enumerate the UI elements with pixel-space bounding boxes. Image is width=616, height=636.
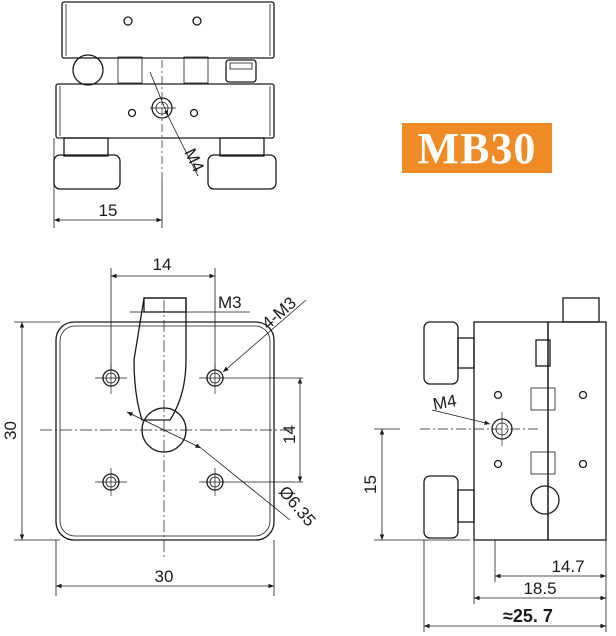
- spring: [183, 56, 209, 84]
- stage-plate: [55, 321, 275, 541]
- side-view: M4 15 14.7 18.5 ≈25. 7: [361, 297, 607, 632]
- side-knob-bottom: [423, 475, 459, 539]
- side-m4-label: M4: [431, 391, 458, 414]
- adjust-knob-left: [53, 154, 121, 190]
- mount-hole: [123, 16, 133, 26]
- front-4m3-label: 4-M3: [258, 293, 300, 333]
- lower-plate: [55, 83, 275, 139]
- mount-hole: [192, 16, 202, 26]
- side-height-dim: 15: [361, 475, 380, 494]
- lock-block: [225, 59, 257, 83]
- front-height-dim: 30: [1, 421, 20, 440]
- upper-plate: [61, 1, 275, 59]
- front-view: 14 M3 4-M3 30 14 Ø6.35 30: [1, 255, 319, 596]
- side-lock-block: [562, 297, 600, 323]
- side-body-left: [473, 321, 549, 541]
- front-diameter-label: Ø6.35: [275, 482, 319, 530]
- side-knob-top: [423, 321, 459, 385]
- section-hatch: [133, 297, 187, 421]
- front-hole-spacing: 14: [280, 425, 299, 444]
- front-width-dim: 30: [155, 567, 174, 586]
- ball-bearing: [72, 54, 104, 86]
- spring: [117, 56, 143, 84]
- front-top-dim: 14: [153, 255, 172, 274]
- model-label: MB30: [417, 123, 537, 173]
- top-width-dim: 15: [99, 201, 118, 220]
- model-badge: MB30: [402, 123, 552, 173]
- side-dim-b: 18.5: [523, 579, 556, 598]
- adjust-knob-right: [207, 154, 277, 190]
- side-dim-a: 14.7: [551, 557, 584, 576]
- side-dim-total: ≈25. 7: [503, 606, 553, 626]
- top-view: M4 15: [53, 1, 277, 228]
- front-m3-label: M3: [218, 293, 242, 312]
